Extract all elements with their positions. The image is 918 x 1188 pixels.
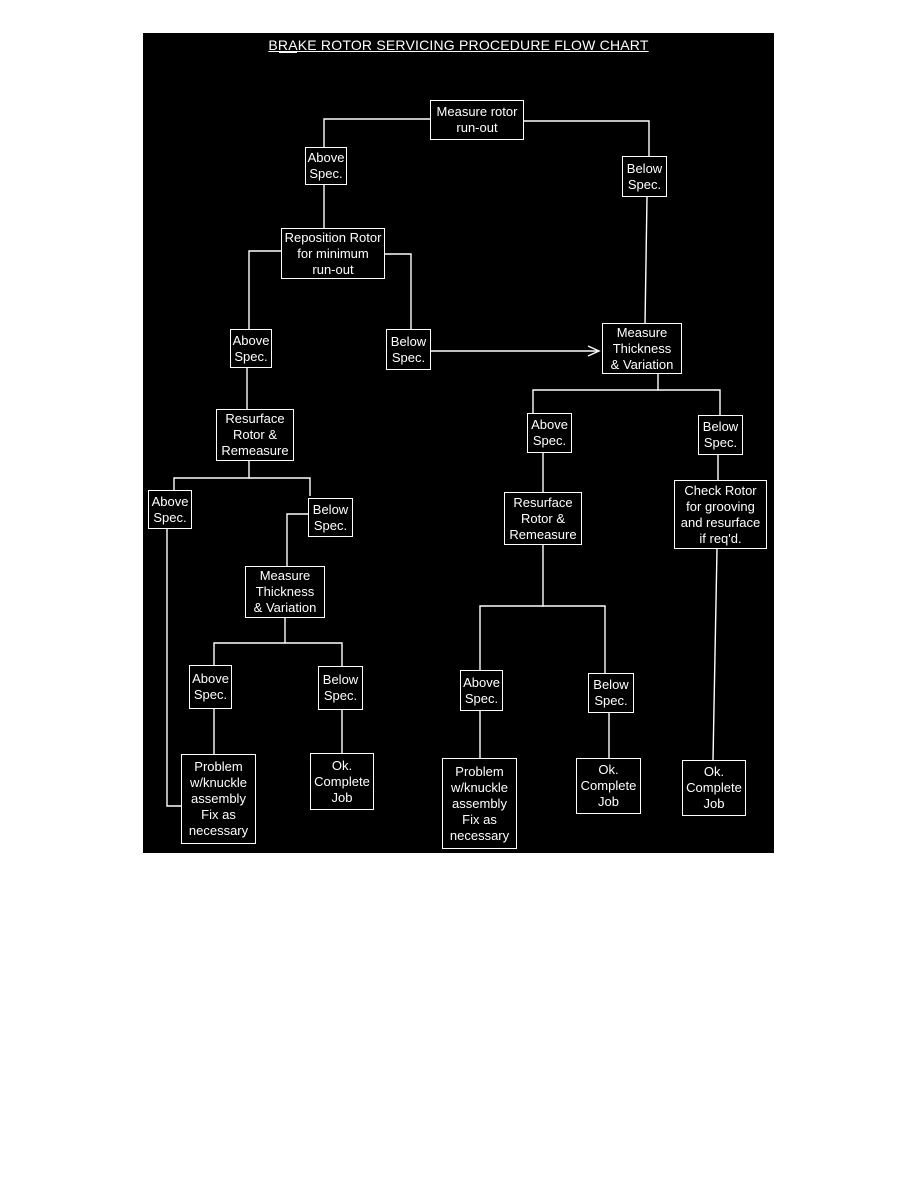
connector-below1-to-thickness	[644, 196, 648, 326]
connector-resurface-r-split	[479, 544, 544, 670]
node-ok-complete-job-right: Ok. Complete Job	[682, 760, 746, 816]
connector-thickness-to-below	[658, 389, 721, 418]
node-below-spec-1: Below Spec.	[622, 156, 667, 197]
connector-resurface-l-to-below	[249, 477, 311, 496]
connector-thickness-l-to-below	[285, 642, 343, 666]
flowchart-panel: BRAKE ROTOR SERVICING PROCEDURE FLOW CHA…	[143, 33, 774, 853]
connector-reposition-to-above	[248, 250, 283, 331]
connector-thickness-l-split	[213, 618, 286, 665]
node-problem-knuckle-right: Problem w/knuckle assembly Fix as necess…	[442, 758, 517, 849]
node-resurface-rotor-left: Resurface Rotor & Remeasure	[216, 409, 294, 461]
node-below-spec-2: Below Spec.	[386, 329, 431, 370]
node-problem-knuckle-left: Problem w/knuckle assembly Fix as necess…	[181, 754, 256, 844]
node-measure-thickness-right: Measure Thickness & Variation	[602, 323, 682, 374]
node-below-spec-4: Below Spec.	[318, 666, 363, 710]
node-measure-rotor-runout: Measure rotor run-out	[430, 100, 524, 140]
node-above-spec-5: Above Spec.	[460, 670, 503, 711]
node-above-spec-right: Above Spec.	[527, 413, 572, 453]
connector-runout-to-below	[522, 120, 650, 161]
node-ok-complete-job-middle: Ok. Complete Job	[576, 758, 641, 814]
title-underline	[279, 52, 297, 53]
node-reposition-rotor: Reposition Rotor for minimum run-out	[281, 228, 385, 279]
connector-thickness-split	[532, 374, 659, 414]
connector-reposition-to-below	[384, 253, 412, 331]
node-above-spec-4: Above Spec.	[189, 665, 232, 709]
connector-lines	[166, 118, 721, 807]
node-resurface-rotor-right: Resurface Rotor & Remeasure	[504, 492, 582, 545]
connector-resurface-r-to-below	[543, 605, 606, 673]
node-below-spec-5: Below Spec.	[588, 673, 634, 713]
connector-above3-to-problem	[166, 529, 181, 807]
node-above-spec-1: Above Spec.	[305, 147, 347, 185]
node-below-spec-3: Below Spec.	[308, 498, 353, 537]
connector-below3-to-thickness	[286, 513, 309, 566]
page-title: BRAKE ROTOR SERVICING PROCEDURE FLOW CHA…	[268, 37, 649, 53]
node-measure-thickness-left: Measure Thickness & Variation	[245, 566, 325, 618]
connector-check-to-ok	[712, 548, 718, 761]
node-above-spec-2: Above Spec.	[230, 329, 272, 368]
node-below-spec-right: Below Spec.	[698, 415, 743, 455]
connector-resurface-l-split	[173, 460, 250, 490]
connector-runout-to-above	[323, 118, 432, 149]
node-above-spec-3: Above Spec.	[148, 490, 192, 529]
node-check-rotor-grooving: Check Rotor for grooving and resurface i…	[674, 480, 767, 549]
arrowhead-icon	[587, 345, 601, 357]
node-ok-complete-job-left: Ok. Complete Job	[310, 753, 374, 810]
